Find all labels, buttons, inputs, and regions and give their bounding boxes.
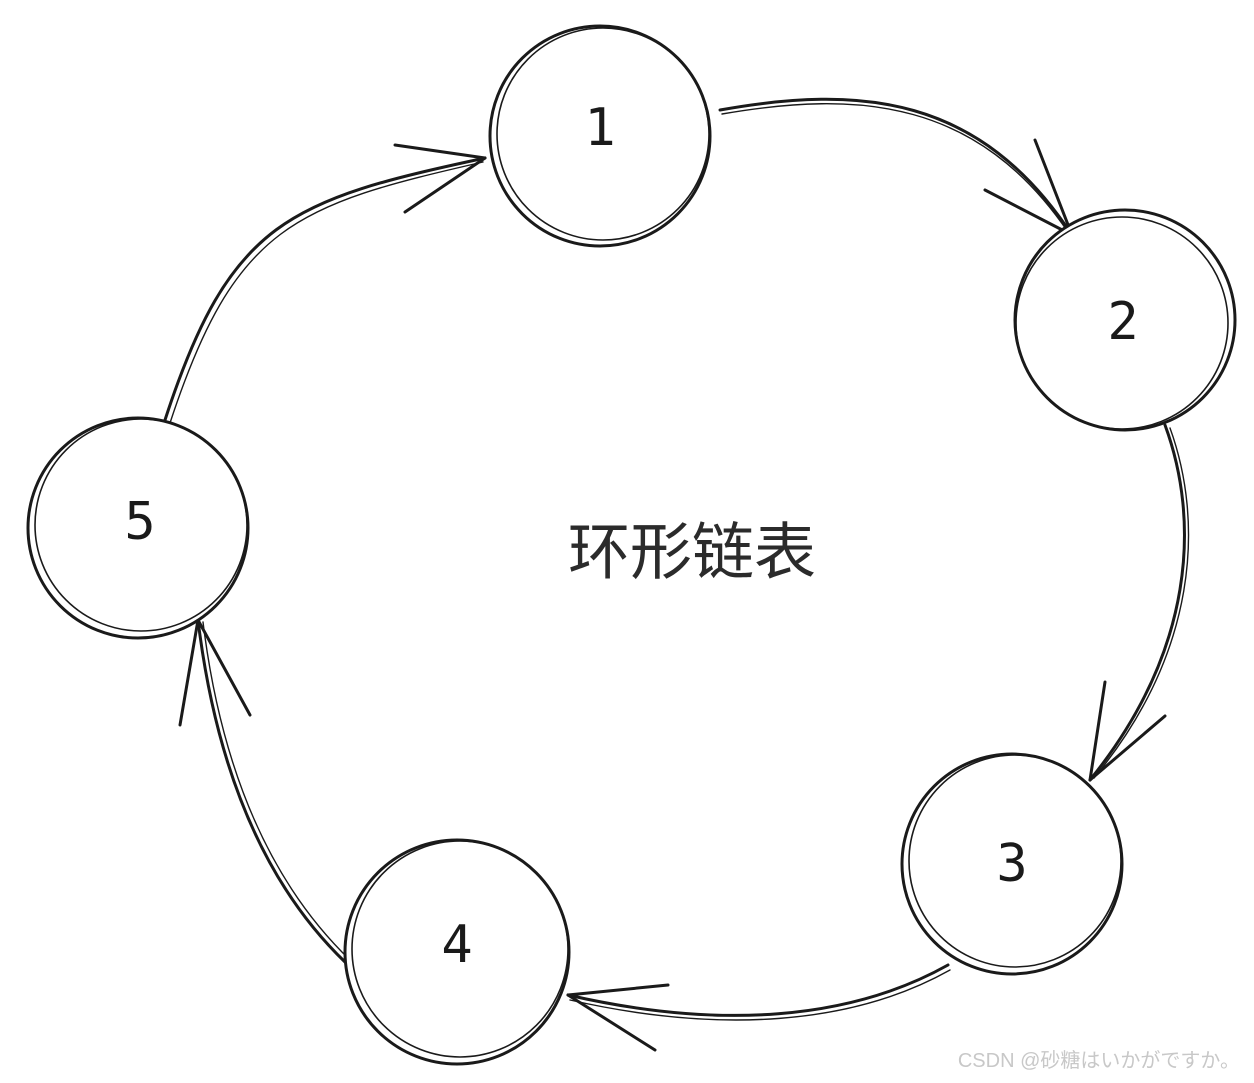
edge-5-to-1	[163, 143, 487, 424]
node-3: 3	[900, 752, 1124, 976]
edge-3-to-4	[566, 963, 951, 1052]
edges	[163, 97, 1190, 1052]
watermark: CSDN @砂糖はいかがですか。	[957, 1050, 1240, 1072]
node-3-label: 3	[996, 834, 1027, 894]
node-5-label: 5	[124, 492, 155, 552]
node-4-label: 4	[441, 915, 472, 975]
edge-1-to-2	[718, 97, 1074, 237]
node-2: 2	[1013, 208, 1237, 432]
diagram-title: 环形链表	[568, 516, 816, 589]
edge-2-to-3	[1088, 423, 1190, 782]
node-5: 5	[26, 416, 250, 640]
node-2-label: 2	[1107, 292, 1138, 352]
node-4: 4	[343, 838, 571, 1066]
edge-4-to-5	[178, 618, 351, 964]
node-1: 1	[488, 24, 712, 248]
node-1-label: 1	[584, 98, 615, 158]
